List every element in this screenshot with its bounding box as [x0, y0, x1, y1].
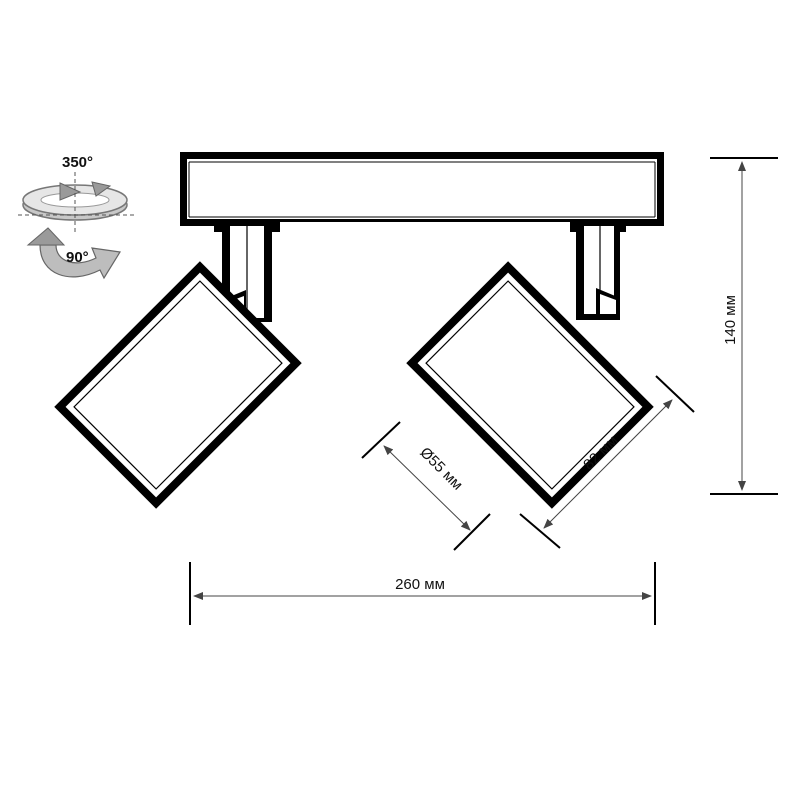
track-base: [180, 152, 664, 232]
rotation-90-label: 90°: [66, 249, 89, 266]
rotation-icon: 350° 90°: [18, 154, 135, 280]
height-dimension: 140 мм: [710, 157, 778, 495]
right-stem: [570, 222, 626, 320]
width-dimension-label: 260 мм: [395, 576, 445, 593]
rotation-350-label: 350°: [62, 154, 93, 171]
left-spotlight: [54, 222, 302, 509]
width-dimension: 260 мм: [189, 562, 656, 625]
vertical-rotation-icon: [26, 227, 121, 280]
left-spotlight-body: [54, 261, 302, 509]
diameter-dimension-label: Ø55 мм: [416, 444, 466, 494]
diameter-dimension: Ø55 мм: [361, 421, 491, 551]
height-dimension-label: 140 мм: [722, 295, 739, 345]
